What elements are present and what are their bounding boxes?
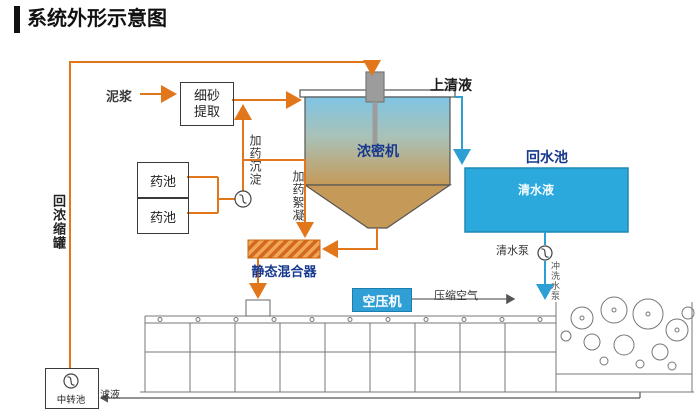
supernatant-line: [453, 96, 471, 165]
clear-water-label: 清水液: [517, 183, 554, 197]
chem-pool-2-label: 药池: [149, 209, 176, 225]
return-to-thickener-label: 回浓缩罐: [51, 194, 66, 250]
transfer-pool-box: [45, 368, 99, 409]
press-rollers: [560, 296, 695, 371]
dosing-floc-line: [243, 159, 314, 238]
belt-filter-press: [140, 296, 695, 393]
return-water-pool-tank: [464, 167, 629, 233]
thickener-tank: [299, 71, 456, 229]
chem-pool-1-label: 药池: [149, 173, 176, 189]
transfer-pool-label: 中转池: [56, 395, 86, 406]
chem-pool-lines: [187, 176, 235, 214]
chem-pool-2-box: 药池: [137, 198, 189, 234]
air-compressor-box: 空压机: [352, 288, 412, 312]
press-feed-box: [245, 299, 271, 317]
pump-icons: [63, 190, 553, 389]
filtrate-line: [101, 392, 641, 398]
dosing-sediment-label: 加药沉淀: [248, 134, 262, 186]
page-title: 系统外形示意图: [14, 6, 167, 33]
clear-water-pump-icon: [537, 245, 553, 261]
filtrate-label: 滤液: [100, 390, 120, 401]
return-pool-label: 回水池: [526, 149, 568, 165]
sand-extraction-label: 细砂提取: [193, 88, 220, 119]
transfer-pump-icon: [63, 373, 79, 389]
sand-extraction-box: 细砂提取: [180, 82, 234, 126]
dosing-pump-icon: [234, 190, 252, 208]
static-mixer-label: 静态混合器: [251, 264, 317, 279]
thickener-label: 浓密机: [357, 143, 399, 159]
air-compressor-label: 空压机: [362, 293, 402, 309]
compressed-air-label: 压缩空气: [434, 290, 478, 302]
mud-label: 泥浆: [106, 89, 133, 104]
clear-water-pump-label: 清水泵: [496, 245, 529, 257]
static-mixer-block: [247, 239, 321, 259]
agitator-shaft: [372, 102, 378, 154]
return-to-thickener-line: [69, 60, 381, 368]
slurry-lines: [69, 60, 381, 368]
flush-pump-label: 冲洗水泵: [550, 261, 560, 301]
chem-pool-1-box: 药池: [137, 162, 189, 198]
agitator-motor: [365, 71, 385, 103]
dosing-floc-label: 加药絮凝: [291, 170, 305, 222]
underflow-line: [322, 228, 378, 258]
supernatant-label: 上清液: [430, 77, 472, 93]
water-lines: [453, 96, 554, 300]
